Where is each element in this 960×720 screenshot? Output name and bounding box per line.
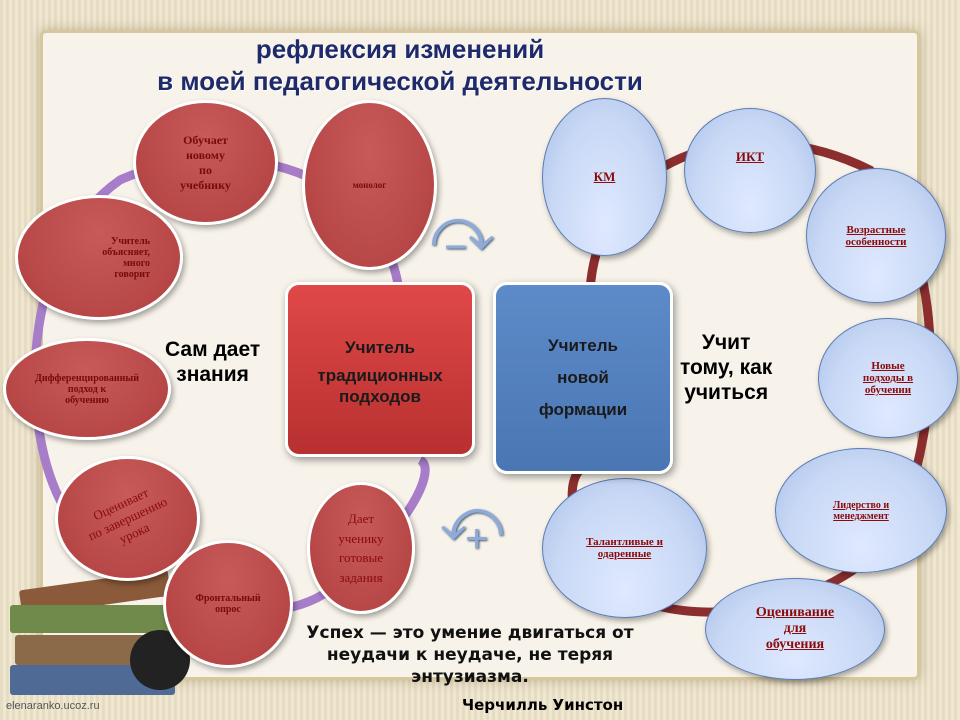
traditional-item: Фронтальный опрос [163,540,293,668]
traditional-item: Дифференцированный подход к обучению [3,338,171,440]
item-text: объясняет, [102,246,150,258]
new-item: ИКТ [684,108,816,233]
site-watermark: elenaranko.ucoz.ru [6,700,100,712]
caption-line: учиться [684,381,769,405]
traditional-item: монолог [302,100,437,270]
item-text: учебнику [180,177,231,192]
quote-line: энтузиазма. [411,667,529,688]
item-text: Талантливые и [586,536,663,548]
new-teacher-box: Учитель новой формации [493,282,673,474]
caption-line: Учит [701,331,751,354]
new-item: Новые подходы в обучении [818,318,958,438]
traditional-item: Учитель объясняет, много говорит [15,195,183,320]
new-item: Лидерство и менеджмент [775,448,947,573]
box-text: подходов [338,387,422,407]
box-text: новой [557,367,609,387]
item-text: новому [186,147,225,162]
caption-line: тому, как [680,356,773,380]
left-caption: Сам дает знания [165,337,260,387]
right-caption: Учит тому, как учиться [680,330,772,406]
item-text: по [199,162,212,177]
item-text: Новые [871,360,905,372]
item-text: Дает [347,511,375,526]
item-text: для [783,621,807,636]
item-text: ученику [338,530,384,546]
item-text: Дифференцированный [34,372,139,384]
new-item: КМ [542,98,667,256]
item-text: много [123,257,150,269]
item-text: обучения [765,637,825,652]
caption-line: знания [176,363,249,387]
books-illustration [10,560,190,700]
item-text: обучении [864,384,912,396]
item-text: Фронтальный [195,593,261,604]
box-text: Учитель [345,338,415,358]
caption-line: Сам дает [165,338,261,361]
item-text: подход к [67,383,107,395]
box-text: Учитель [548,335,618,355]
item-text: ИКТ [735,149,765,164]
quote-author: Черчилль Уинстон [462,696,624,714]
traditional-item: Обучает новому по учебнику [133,100,278,225]
quote-line: неудачи к неудаче, не теряя [326,645,614,666]
item-text: опрос [215,604,241,615]
item-text: Оценивание [755,605,835,620]
item-text: подходы в [862,372,914,384]
traditional-item: Оценивает по завершению урока [55,456,200,581]
box-text: традиционных [317,366,443,386]
item-text: одаренные [597,548,652,560]
item-text: Обучает [183,132,228,147]
cycle-arrow-bottom-icon: ⤽ [440,486,505,553]
item-text: КМ [593,169,616,184]
item-text: готовые [339,550,383,565]
item-text: Лидерство и [832,499,890,511]
item-text: Учитель [111,235,150,247]
title-line-1: рефлексия изменений [255,34,545,64]
cycle-arrow-top-icon: ⤼ [430,196,495,263]
item-text: говорит [114,268,150,280]
quote: Успех — это умение двигаться от неудачи … [270,622,670,688]
title-line-2: в моей педагогической деятельности [157,66,643,96]
item-text: задания [339,569,383,585]
traditional-teacher-box: Учитель традиционных подходов [285,282,475,457]
item-text: Возрастные [846,223,906,236]
traditional-item: Дает ученику готовые задания [307,482,415,614]
box-text: формации [538,400,628,420]
new-item: Оценивание для обучения [705,578,885,680]
item-text: монолог [352,180,387,190]
new-item: Возрастные особенности [806,168,946,303]
item-text: менеджмент [833,510,889,522]
new-item: Талантливые и одаренные [542,478,707,618]
item-text: особенности [845,235,907,248]
item-text: обучению [65,394,109,406]
quote-line: Успех — это умение двигаться от [306,623,634,643]
